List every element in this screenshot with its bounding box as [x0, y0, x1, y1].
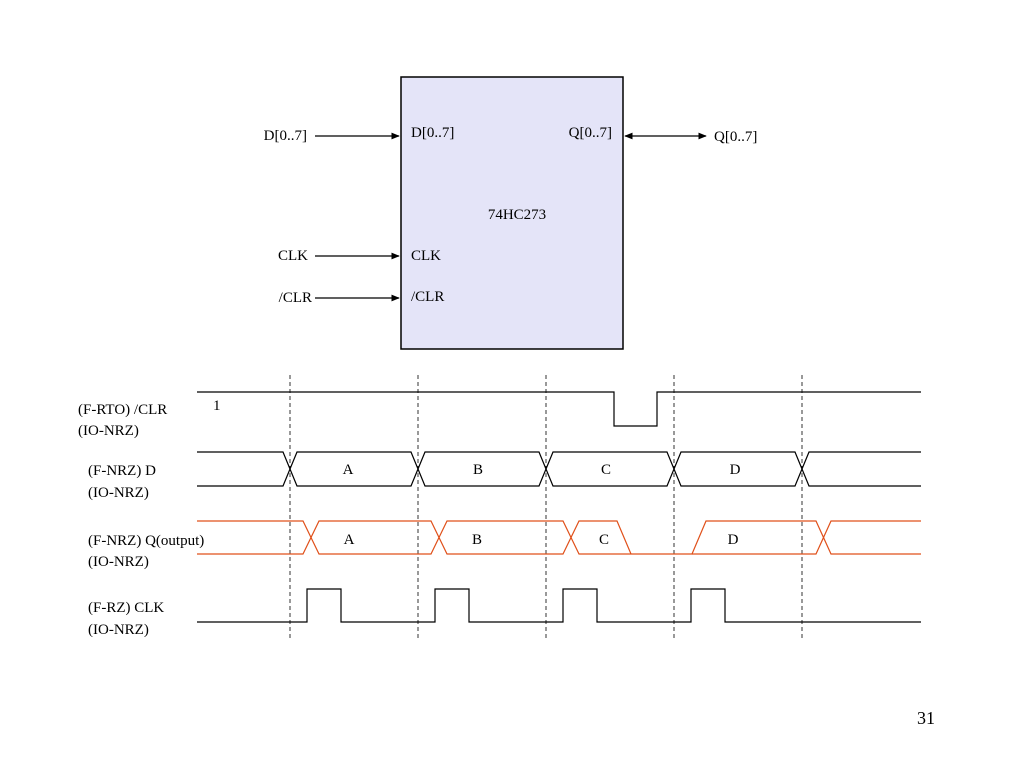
chip-pin-q: Q[0..7] [569, 125, 612, 141]
clk-row-sublabel: (IO-NRZ) [88, 622, 149, 638]
chip-pin-d: D[0..7] [411, 125, 454, 141]
q-value-a: A [344, 532, 355, 548]
q-waveform-top [197, 520, 921, 555]
q-value-c: C [599, 532, 609, 548]
clock-edge-guides [289, 375, 803, 640]
clk-waveform [197, 588, 921, 623]
clr-waveform [197, 391, 921, 427]
d-input-label: D[0..7] [264, 128, 307, 144]
d-row-sublabel: (IO-NRZ) [88, 485, 149, 501]
clr-initial-value: 1 [213, 398, 221, 414]
clr-row-label: (F-RTO) /CLR [78, 402, 167, 418]
chip-pin-clr: /CLR [411, 289, 444, 305]
page-number: 31 [917, 708, 935, 728]
q-output-label: Q[0..7] [714, 129, 757, 145]
chip-pin-clk: CLK [411, 248, 441, 264]
d-value-d: D [730, 462, 741, 478]
d-waveform-top [197, 451, 921, 487]
q-value-d: D [728, 532, 739, 548]
chip-name: 74HC273 [488, 207, 546, 223]
d-waveform-bottom [197, 451, 921, 487]
chip-block [400, 76, 624, 350]
d-value-c: C [601, 462, 611, 478]
d-value-b: B [473, 462, 483, 478]
d-row-label: (F-NRZ) D [88, 463, 156, 479]
clr-input-label: /CLR [279, 290, 312, 306]
q-row-label: (F-NRZ) Q(output) [88, 533, 204, 549]
q-row-sublabel: (IO-NRZ) [88, 554, 149, 570]
clk-row-label: (F-RZ) CLK [88, 600, 164, 616]
clk-input-label: CLK [278, 248, 308, 264]
clr-row-sublabel: (IO-NRZ) [78, 423, 139, 439]
d-value-a: A [343, 462, 354, 478]
q-waveform-bottom [197, 520, 921, 555]
q-value-b: B [472, 532, 482, 548]
